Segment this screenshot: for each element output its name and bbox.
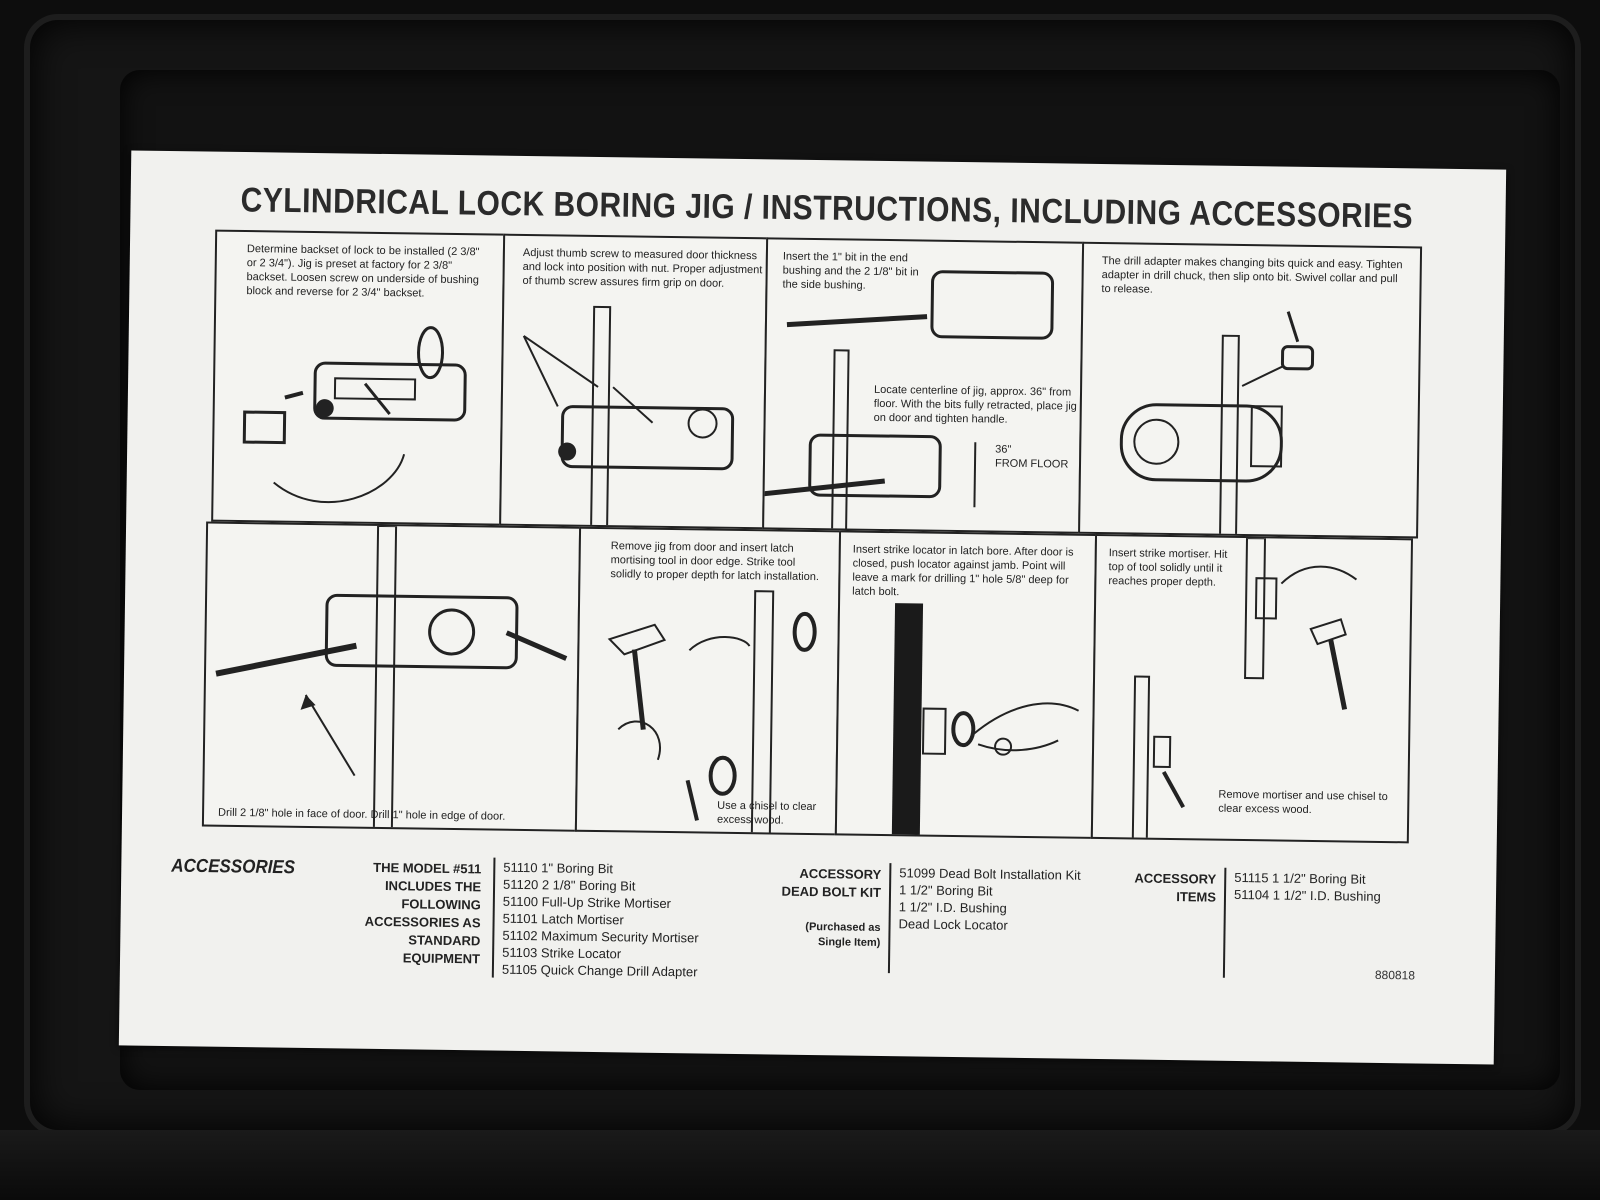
step-panel-8: Insert strike mortiser. Hit top of tool … [1090,533,1414,844]
step-panel-3: Insert the 1" bit in the end bushing and… [762,237,1085,534]
form-code: 880818 [1374,967,1416,983]
model-items-list: 51110 1" Boring Bit 51120 2 1/8" Boring … [502,859,700,981]
bits-illustration [764,270,1055,534]
thumbscrew-illustration [522,305,735,530]
step-panel-6: Remove jig from door and insert latch mo… [574,526,842,836]
model-item: 51105 Quick Change Drill Adapter [501,961,698,980]
tray-lip [0,1130,1600,1200]
deadbolt-label: ACCESSORY DEAD BOLT KIT [781,865,882,900]
drilling-illustration [215,524,568,832]
deadbolt-note: (Purchased as Single Item) [805,920,881,949]
strike-mortiser-illustration [1131,537,1358,843]
accessory-item: 51104 1 1/2" I.D. Bushing [1233,886,1381,904]
step-panel-7: Insert strike locator in latch bore. Aft… [834,530,1098,839]
step-panel-5: Drill 2 1/8" hole in face of door. Drill… [201,521,582,832]
jig-illustration [242,326,467,504]
sheet-title: CYLINDRICAL LOCK BORING JIG / INSTRUCTIO… [240,181,1414,236]
accessory-item: 51115 1 1/2" Boring Bit [1234,869,1366,887]
divider [1222,867,1227,978]
divider [491,857,496,978]
deadbolt-items-list: 51099 Dead Bolt Installation Kit 1 1/2" … [898,864,1080,935]
divider [887,863,892,974]
mortise-illustration [607,590,817,836]
step-panel-4: The drill adapter makes changing bits qu… [1078,241,1423,539]
accessories-heading: ACCESSORIES [171,855,296,878]
model-label: THE MODEL #511 INCLUDES THE FOLLOWING AC… [364,859,482,967]
accessory-items-list: 51115 1 1/2" Boring Bit 51104 1 1/2" I.D… [1234,869,1381,905]
deadbolt-item: Dead Lock Locator [898,916,1008,933]
step-panel-1: Determine backset of lock to be installe… [211,229,506,526]
drill-adapter-illustration [1119,311,1315,539]
instruction-sheet: CYLINDRICAL LOCK BORING JIG / INSTRUCTIO… [118,150,1507,1065]
strike-locator-illustration [891,603,1080,839]
items-label: ACCESSORY ITEMS [1134,870,1217,905]
step-panel-2: Adjust thumb screw to measured door thic… [499,233,769,530]
